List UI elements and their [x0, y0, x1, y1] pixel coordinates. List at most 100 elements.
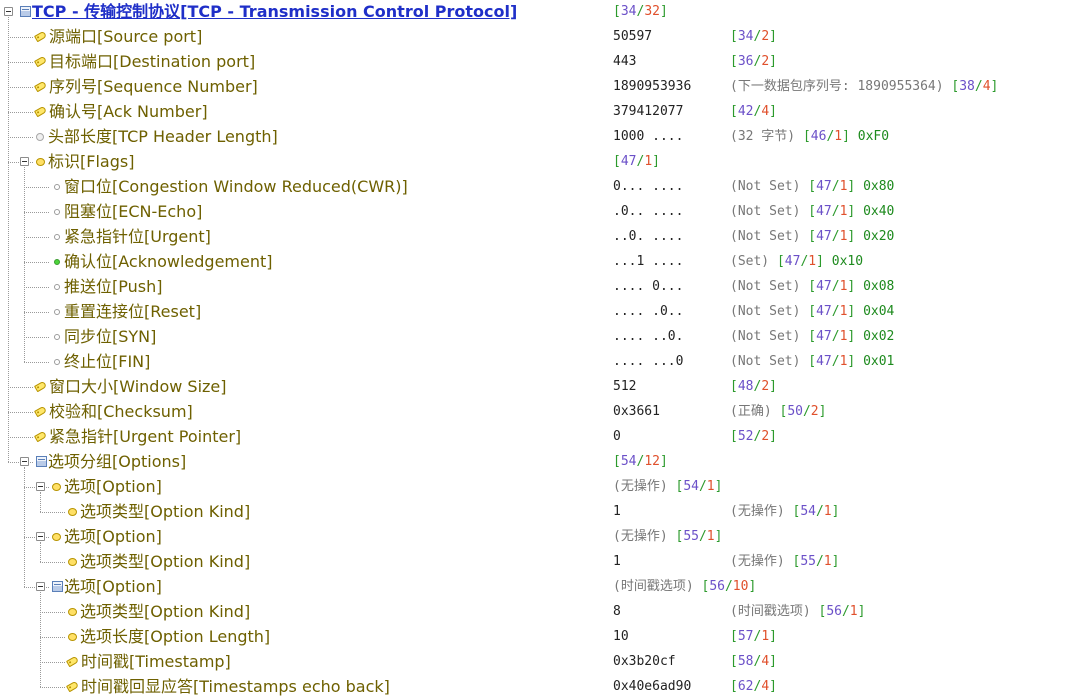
collapse-toggle-icon[interactable]	[36, 482, 45, 491]
field-note: (无操作)	[613, 529, 668, 544]
field-annotations: (Not Set) [47/1] 0x40	[730, 202, 894, 222]
circle-icon	[36, 133, 44, 141]
timestamp-echo-field[interactable]: 时间戳回显应答[Timestamps echo back]0x40e6ad90[…	[0, 675, 1080, 700]
tcp-protocol-node[interactable]: TCP - 传输控制协议[TCP - Transmission Control …	[0, 0, 1080, 25]
collapse-toggle-icon[interactable]	[36, 532, 45, 541]
flag-ece[interactable]: 阻塞位[ECN-Echo].0.. ....(Not Set) [47/1] 0…	[0, 200, 1080, 225]
field-annotations: (Set) [47/1] 0x10	[730, 252, 863, 272]
byte-offset: 47	[784, 254, 801, 269]
flag-cwr[interactable]: 窗口位[Congestion Window Reduced(CWR)]0... …	[0, 175, 1080, 200]
flags-node[interactable]: 标识[Flags][47/1]	[0, 150, 1080, 175]
collapse-toggle-icon[interactable]	[36, 582, 45, 591]
collapse-toggle-icon[interactable]	[20, 457, 29, 466]
field-label: 校验和[Checksum]	[49, 402, 193, 421]
flag-syn[interactable]: 同步位[SYN].... ..0.(Not Set) [47/1] 0x02	[0, 325, 1080, 350]
field-label: 选项类型[Option Kind]	[80, 602, 251, 621]
field-label: 终止位[FIN]	[64, 352, 151, 371]
byte-length: 1	[839, 204, 848, 219]
byte-offset: 62	[737, 679, 754, 694]
tree-connector	[40, 637, 65, 638]
tag-icon	[33, 105, 48, 118]
field-annotations: (Not Set) [47/1] 0x20	[730, 227, 894, 247]
flag-reset[interactable]: 重置连接位[Reset].... .0..(Not Set) [47/1] 0x…	[0, 300, 1080, 325]
bracket: [	[808, 279, 817, 294]
option-kind-2[interactable]: 选项类型[Option Kind]1(无操作) [55/1]	[0, 550, 1080, 575]
bracket: [	[776, 254, 785, 269]
field-value-column: 512	[613, 377, 636, 397]
window-size-field[interactable]: 窗口大小[Window Size]512[48/2]	[0, 375, 1080, 400]
byte-length: 32	[644, 4, 660, 19]
field-value: 379412077	[613, 104, 684, 119]
urgent-pointer-field[interactable]: 紧急指针[Urgent Pointer]0[52/2]	[0, 425, 1080, 450]
mask-hex: 0x80	[863, 179, 895, 194]
option-nop-2[interactable]: 选项[Option](无操作) [55/1]	[0, 525, 1080, 550]
bracket: ]	[847, 279, 856, 294]
field-value-column: 1000 ....	[613, 127, 683, 147]
bracket: ]	[714, 529, 723, 544]
field-annotations: [34/32]	[613, 4, 668, 19]
bracket: ]	[831, 554, 840, 569]
options-node[interactable]: 选项分组[Options][54/12]	[0, 450, 1080, 475]
option-nop-1[interactable]: 选项[Option](无操作) [54/1]	[0, 475, 1080, 500]
byte-offset: 36	[737, 54, 754, 69]
bracket: [	[802, 129, 811, 144]
collapse-toggle-icon[interactable]	[20, 157, 29, 166]
byte-offset: 47	[816, 179, 832, 194]
flag-fin[interactable]: 终止位[FIN].... ...0(Not Set) [47/1] 0x01	[0, 350, 1080, 375]
flag-urgent[interactable]: 紧急指针位[Urgent]..0. ....(Not Set) [47/1] 0…	[0, 225, 1080, 250]
bracket: /	[753, 429, 762, 444]
bracket: /	[841, 604, 850, 619]
byte-length: 1	[823, 504, 832, 519]
field-value-column: .... 0...	[613, 277, 683, 297]
byte-range: [47/1]	[800, 354, 855, 369]
collapse-toggle-icon[interactable]	[4, 7, 13, 16]
bracket: ]	[847, 329, 856, 344]
byte-length: 1	[839, 229, 848, 244]
field-value-column: [47/1]	[613, 152, 660, 172]
ack-number-field[interactable]: 确认号[Ack Number]379412077[42/4]	[0, 100, 1080, 125]
tree-connector	[40, 562, 65, 563]
field-value: .... ...0	[613, 354, 684, 369]
bracket: /	[831, 179, 840, 194]
tcp-header-length-field[interactable]: 头部长度[TCP Header Length]1000 ....(32 字节) …	[0, 125, 1080, 150]
field-note: (无操作)	[730, 554, 785, 569]
bracket: ]	[659, 454, 668, 469]
timestamp-field[interactable]: 时间戳[Timestamp]0x3b20cf[58/4]	[0, 650, 1080, 675]
field-annotations: (无操作) [54/1]	[613, 479, 722, 494]
dot-icon	[54, 234, 60, 240]
source-port-field[interactable]: 源端口[Source port]50597[34/2]	[0, 25, 1080, 50]
bracket: ]	[769, 629, 777, 644]
byte-length: 1	[761, 629, 770, 644]
bracket: /	[800, 254, 809, 269]
bracket: [	[792, 504, 801, 519]
tree-connector	[24, 262, 49, 263]
byte-length: 1	[839, 179, 848, 194]
bracket: [	[808, 204, 817, 219]
mask-hex: 0x02	[863, 329, 895, 344]
byte-length: 2	[761, 379, 770, 394]
tag-icon	[33, 80, 48, 93]
option-kind-3[interactable]: 选项类型[Option Kind]8(时间戳选项) [56/1]	[0, 600, 1080, 625]
field-label: 时间戳回显应答[Timestamps echo back]	[81, 677, 390, 696]
mask-hex: 0x01	[863, 354, 895, 369]
option-length-field[interactable]: 选项长度[Option Length]10[57/1]	[0, 625, 1080, 650]
flag-ack[interactable]: 确认位[Acknowledgement]...1 ....(Set) [47/1…	[0, 250, 1080, 275]
option-timestamp[interactable]: 选项[Option](时间戳选项) [56/10]	[0, 575, 1080, 600]
sequence-number-field[interactable]: 序列号[Sequence Number]1890953936(下一数据包序列号:…	[0, 75, 1080, 100]
bullet-icon	[68, 608, 77, 616]
bullet-icon	[68, 633, 77, 641]
bracket: ]	[748, 579, 757, 594]
field-annotations: (无操作) [55/1]	[613, 529, 722, 544]
checksum-field[interactable]: 校验和[Checksum]0x3661(正确) [50/2]	[0, 400, 1080, 425]
option-kind-1[interactable]: 选项类型[Option Kind]1(无操作) [54/1]	[0, 500, 1080, 525]
field-annotations: [48/2]	[730, 377, 777, 397]
byte-range: [52/2]	[730, 429, 777, 444]
byte-length: 1	[808, 254, 817, 269]
field-value-column: 0	[613, 427, 621, 447]
field-note: (32 字节)	[730, 129, 796, 144]
tree-connector	[24, 362, 49, 363]
destination-port-field[interactable]: 目标端口[Destination port]443[36/2]	[0, 50, 1080, 75]
bracket: /	[753, 654, 762, 669]
flag-push[interactable]: 推送位[Push].... 0...(Not Set) [47/1] 0x08	[0, 275, 1080, 300]
